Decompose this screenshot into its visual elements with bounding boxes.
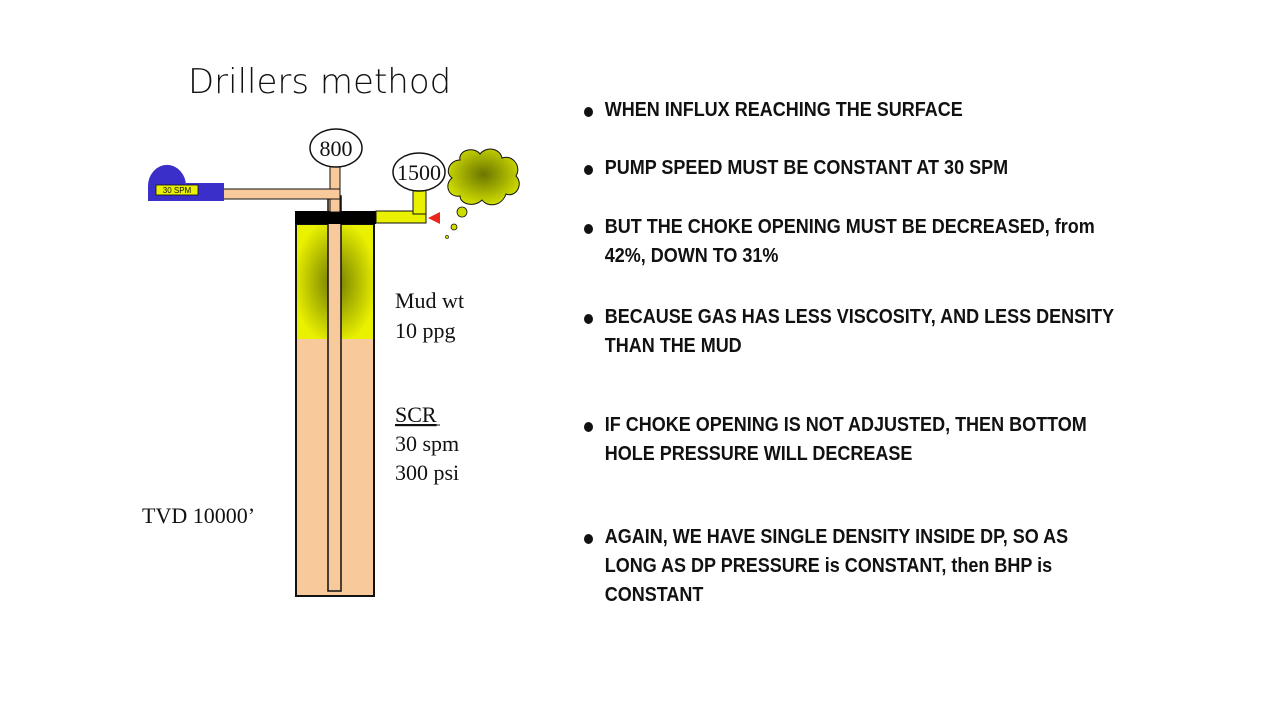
dp-pressure-gauge: 800 — [309, 128, 363, 168]
scr-pressure: 300 psi — [395, 460, 459, 485]
slide-title: Drillers method — [188, 62, 452, 102]
bullet-text: IF CHOKE OPENING IS NOT ADJUSTED, THEN B… — [604, 414, 1087, 465]
choke-valve — [428, 212, 440, 224]
tvd-label: TVD 10000’ — [142, 503, 255, 528]
bullet-item: IF CHOKE OPENING IS NOT ADJUSTED, THEN B… — [584, 411, 1124, 469]
standpipe-vertical — [329, 159, 341, 213]
dp-gauge-value: 800 — [320, 136, 353, 161]
bullet-item: PUMP SPEED MUST BE CONSTANT AT 30 SPM — [584, 154, 1124, 183]
bullet-item: BUT THE CHOKE OPENING MUST BE DECREASED,… — [584, 213, 1124, 271]
bop-stack — [295, 211, 376, 224]
bullet-dot — [584, 107, 593, 117]
mud-pump: 30 SPM — [148, 164, 224, 201]
bullet-item: WHEN INFLUX REACHING THE SURFACE — [584, 96, 1124, 125]
bullet-dot — [584, 422, 593, 432]
bullet-item: AGAIN, WE HAVE SINGLE DENSITY INSIDE DP,… — [584, 523, 1124, 610]
bullet-dot — [584, 165, 593, 175]
bullet-text: BECAUSE GAS HAS LESS VISCOSITY, AND LESS… — [604, 306, 1114, 357]
standpipe-line — [221, 188, 341, 200]
mud-weight-label: Mud wt — [395, 288, 464, 313]
bullet-dot — [584, 534, 593, 544]
scr-rate: 30 spm — [395, 431, 459, 456]
bullet-text: WHEN INFLUX REACHING THE SURFACE — [604, 99, 963, 121]
bullet-text: PUMP SPEED MUST BE CONSTANT AT 30 SPM — [604, 157, 1009, 179]
mud-weight-value: 10 ppg — [395, 318, 456, 343]
drill-pipe — [327, 195, 342, 592]
gas-cloud-icon — [445, 148, 520, 239]
bullet-item: BECAUSE GAS HAS LESS VISCOSITY, AND LESS… — [584, 303, 1124, 361]
choke-line-riser — [412, 189, 427, 215]
casing-gauge-value: 1500 — [397, 160, 441, 185]
bullet-dot — [584, 314, 593, 324]
bullet-text: BUT THE CHOKE OPENING MUST BE DECREASED,… — [604, 216, 1095, 267]
casing-pressure-gauge: 1500 — [392, 152, 446, 192]
scr-heading: SCR — [395, 402, 437, 427]
bullet-dot — [584, 224, 593, 234]
bullet-text: AGAIN, WE HAVE SINGLE DENSITY INSIDE DP,… — [604, 526, 1069, 606]
pump-speed-label: 30 SPM — [163, 186, 192, 195]
